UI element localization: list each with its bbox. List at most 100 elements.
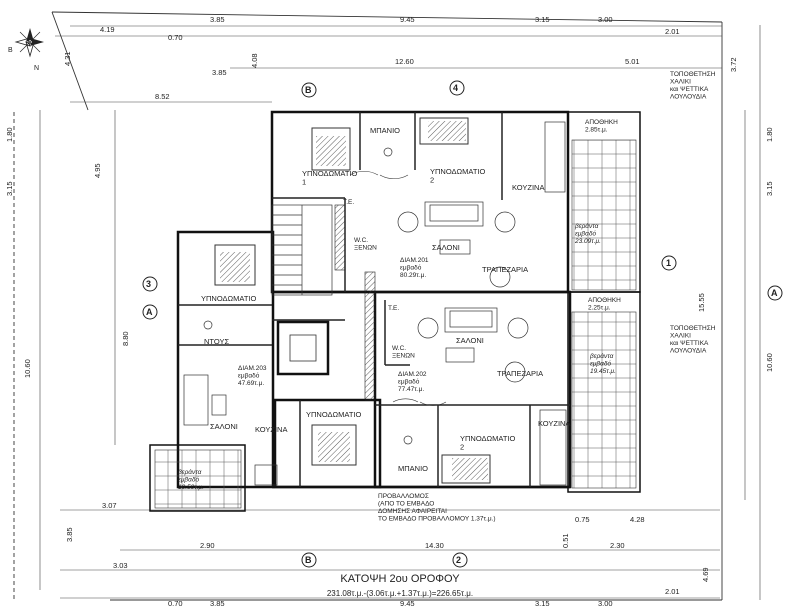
grid-marker-1: 1 [661, 255, 677, 271]
room-label: W.C.ΞΕΝΩΝ [392, 345, 415, 359]
dim-label: 8.52 [155, 92, 170, 101]
kitchen-counters [254, 121, 567, 486]
dim-label: 4.95 [93, 163, 102, 178]
elevator [276, 320, 330, 376]
room-label: ΤΡΑΠΕΖΑΡΙΑ [482, 265, 528, 274]
room-label: ΣΑΛΟΝΙ [456, 336, 484, 345]
plan-title: ΚΑΤΟΨΗ 2ου ΟΡΟΦΟΥ [340, 573, 460, 585]
partitions [178, 112, 570, 487]
dim-label: 0.75 [575, 515, 590, 524]
dim-label: 3.85 [212, 68, 227, 77]
room-label: ΝΤΟΥΣ [204, 337, 229, 346]
dim-label: 2.01 [665, 27, 680, 36]
svg-text:B: B [305, 85, 312, 95]
dim-label: 3.85 [210, 15, 225, 24]
hatched-walls [334, 204, 376, 401]
room-label: ΜΠΑΝΙΟ [370, 126, 400, 135]
dim-label: 0.70 [168, 599, 183, 608]
dim-label: 2.30 [610, 541, 625, 550]
dim-label: 2.01 [665, 587, 680, 596]
dim-label: 3.85 [65, 527, 74, 542]
plan-subtitle: 231.08τ.μ.-(3.06τ.μ.+1.37τ.μ.)=226.65τ.μ… [327, 589, 473, 598]
dim-label: 14.30 [425, 541, 444, 550]
dim-label: 3.15 [535, 599, 550, 608]
dim-label: 4.69 [701, 567, 710, 582]
north-label: N [34, 65, 39, 72]
dim-label: 3.15 [765, 181, 774, 196]
dim-label: 1.80 [5, 127, 14, 142]
svg-text:B: B [305, 555, 312, 565]
dim-label: 3.72 [729, 57, 738, 72]
svg-text:2: 2 [456, 555, 461, 565]
dim-label: 9.45 [400, 599, 415, 608]
grid-marker-3: 3 [142, 276, 158, 292]
room-label: ΥΠΝΟΔΩΜΑΤΙΟ [201, 294, 256, 303]
dim-label: 4.19 [100, 25, 115, 34]
dim-label: 9.45 [400, 15, 415, 24]
furniture [183, 147, 529, 445]
grid-marker-a-right: A [767, 285, 783, 301]
west-label: B [8, 47, 13, 54]
dim-label: 3.00 [598, 15, 613, 24]
dim-label: 0.51 [561, 533, 570, 548]
room-label: Τ.Ε. [388, 305, 399, 312]
grid-marker-4: 4 [449, 80, 465, 96]
dim-label: 2.90 [200, 541, 215, 550]
dim-label: 5.01 [625, 57, 640, 66]
dim-label: 1.80 [765, 127, 774, 142]
dim-label: 3.15 [5, 181, 14, 196]
verandas [154, 139, 637, 509]
grid-marker-b-bottom: B [301, 552, 317, 568]
svg-text:4: 4 [453, 83, 458, 93]
compass-icon: N B [8, 28, 44, 72]
plot-boundary [13, 11, 723, 601]
room-label: ΚΟΥΖΙΝΑ [538, 419, 570, 428]
dim-label: 15.55 [697, 293, 706, 312]
walls [149, 110, 641, 512]
room-label: ΣΑΛΟΝΙ [432, 243, 460, 252]
svg-text:A: A [146, 307, 153, 317]
dim-label: 3.85 [210, 599, 225, 608]
room-label: ΚΟΥΖΙΝΑ [512, 183, 544, 192]
svg-text:1: 1 [666, 258, 671, 268]
dim-label: 0.70 [168, 33, 183, 42]
dim-label: 10.60 [765, 353, 774, 372]
room-label: ΤΡΑΠΕΖΑΡΙΑ [497, 369, 543, 378]
dimension-labels: 4.19 0.70 3.85 9.45 3.15 3.00 2.01 3.85 … [5, 15, 774, 608]
grid-marker-2: 2 [452, 552, 468, 568]
staircase [271, 204, 333, 296]
room-label: ΣΑΛΟΝΙ [210, 422, 238, 431]
dim-label: 4.28 [630, 515, 645, 524]
grid-marker-b-top: B [301, 82, 317, 98]
room-label: W.C.ΞΕΝΩΝ [354, 237, 377, 251]
dim-label: 8.80 [121, 331, 130, 346]
dimension-lines [39, 25, 761, 600]
dim-label: 12.60 [395, 57, 414, 66]
dim-label: 3.00 [598, 599, 613, 608]
room-label: ΜΠΑΝΙΟ [398, 464, 428, 473]
dim-label: 3.15 [535, 15, 550, 24]
room-label: ΥΠΝΟΔΩΜΑΤΙΟ [306, 410, 361, 419]
doors [349, 171, 447, 406]
room-label: Τ.Ε. [343, 199, 354, 206]
grid-marker-a-left: A [142, 304, 158, 320]
svg-text:A: A [771, 288, 778, 298]
svg-text:3: 3 [146, 279, 151, 289]
dim-label: 3.07 [102, 501, 117, 510]
dim-label: 4.08 [250, 53, 259, 68]
